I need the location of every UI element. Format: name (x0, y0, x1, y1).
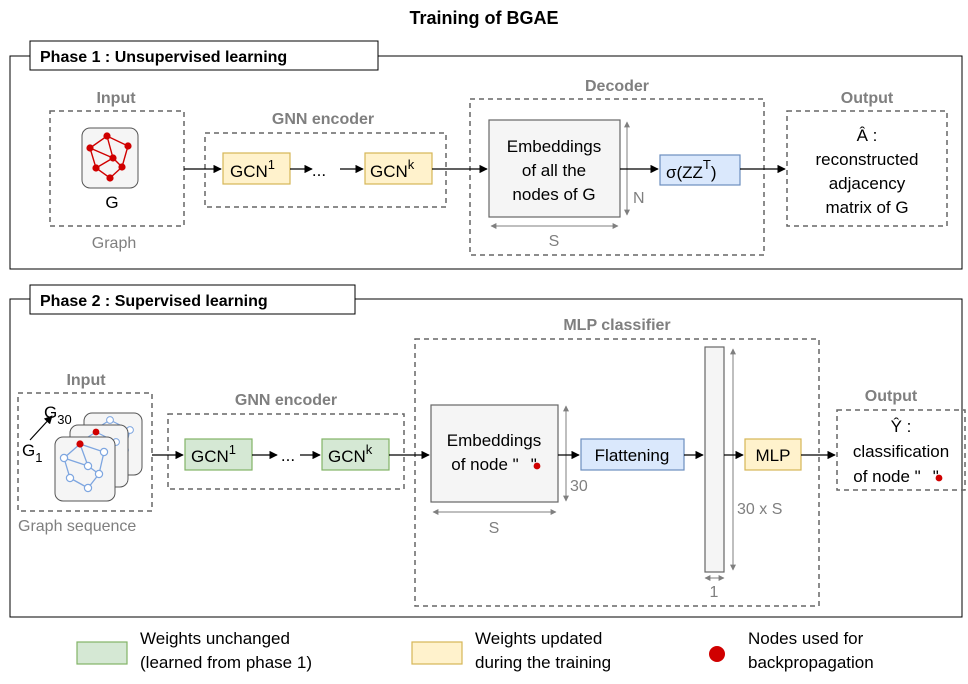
phase2-gcn1-text: GCN1 (191, 442, 236, 466)
phase2-vector-width: 1 (710, 584, 719, 601)
phase2-output-line3: of node "" (853, 467, 939, 486)
phase1-output-line2: reconstructed (816, 150, 919, 169)
phase2-output-line2: classification (853, 442, 949, 461)
phase1-output-line1: Â : (857, 126, 878, 145)
phase2-embedding-red-node (533, 462, 541, 470)
phase1-output-label: Output (841, 90, 894, 107)
phase2-flattening-text: Flattening (595, 446, 670, 465)
phase2-classifier-label: MLP classifier (563, 317, 670, 334)
phase2-g1-label: G1 (22, 441, 42, 465)
phase1-output-box (786, 110, 948, 227)
legend-yellow-line1: Weights updated (475, 629, 602, 648)
phase1-embedding-matrix (488, 119, 621, 218)
phase1-output-line4: matrix of G (825, 198, 908, 217)
phase2-gcnk-block (321, 438, 390, 471)
phase1-decoder-label: Decoder (585, 78, 649, 95)
diagram-title: Training of BGAE (409, 8, 558, 28)
phase2-dim-s: S (489, 520, 500, 537)
phase2-mlp-text: MLP (756, 446, 791, 465)
phase1-encoder-box (204, 132, 447, 208)
phase1-embedding-line3: nodes of G (512, 185, 595, 204)
phase1-graph-icon (81, 127, 139, 189)
phase2-embedding-line1: Embeddings (447, 431, 542, 450)
phase2-encoder-box (167, 413, 405, 490)
phase2-classifier-box (414, 338, 820, 607)
phase2-embedding-matrix (430, 404, 559, 503)
phase2-g30-label: G30 (44, 403, 72, 427)
phase2-dim-30: 30 (570, 478, 588, 495)
phase1-gcnk-text: GCNk (370, 157, 415, 181)
phase2-input-label: Input (66, 372, 106, 389)
phase1-embedding-line2: of all the (522, 161, 586, 180)
phase1-sigma-block (659, 154, 741, 186)
phase2-output-box (836, 409, 966, 491)
legend-red-line1: Nodes used for (748, 629, 864, 648)
phase1-gcn1-text: GCN1 (230, 157, 275, 181)
phase2-encoder-dots: ... (281, 446, 295, 465)
phase1-input-label: Input (96, 90, 136, 107)
phase2-label: Phase 2 : Supervised learning (40, 293, 268, 310)
phase2-gcn1-block (184, 438, 253, 471)
phase2-embedding-line2: of node "" (451, 455, 537, 474)
phase2-vector-dim: 30 x S (737, 501, 782, 518)
phase1-graph-letter: G (105, 193, 118, 212)
phase2-input-box (17, 392, 153, 512)
phase2-label-box (29, 284, 356, 315)
phase2-output-line1: Ŷ : (891, 417, 912, 436)
phase1-gcn1-block (222, 152, 291, 185)
phase1-decoder-box (469, 98, 765, 256)
phase1-embedding-line1: Embeddings (507, 137, 602, 156)
phase2-flattening-block (580, 438, 685, 471)
phase1-encoder-dots: ... (312, 161, 326, 180)
legend-red-node-icon (709, 646, 725, 662)
phase1-dim-s: S (549, 233, 560, 250)
legend-yellow-swatch (411, 641, 463, 665)
phase2-flattened-vector (704, 346, 725, 573)
phase1-dim-n: N (633, 190, 645, 207)
legend-red-line2: backpropagation (748, 653, 874, 672)
phase1-graph-caption: Graph (92, 235, 136, 252)
legend-yellow-line2: during the training (475, 653, 611, 672)
legend-green-line2: (learned from phase 1) (140, 653, 312, 672)
phase2-output-red-node (935, 474, 943, 482)
legend-green-line1: Weights unchanged (140, 629, 290, 648)
phase2-encoder-label: GNN encoder (235, 392, 337, 409)
phase1-panel (9, 55, 963, 270)
phase2-gcnk-text: GCNk (328, 442, 373, 466)
legend-green-swatch (76, 641, 128, 665)
phase1-sigma-text: σ(ZZT) (666, 157, 717, 182)
phase1-output-line3: adjacency (829, 174, 906, 193)
phase2-graph-stack-icon (29, 412, 143, 502)
phase1-label-box (29, 40, 379, 71)
phase2-graph-caption: Graph sequence (18, 518, 136, 535)
phase2-output-label: Output (865, 388, 918, 405)
phase1-label: Phase 1 : Unsupervised learning (40, 49, 287, 66)
phase1-encoder-label: GNN encoder (272, 111, 374, 128)
